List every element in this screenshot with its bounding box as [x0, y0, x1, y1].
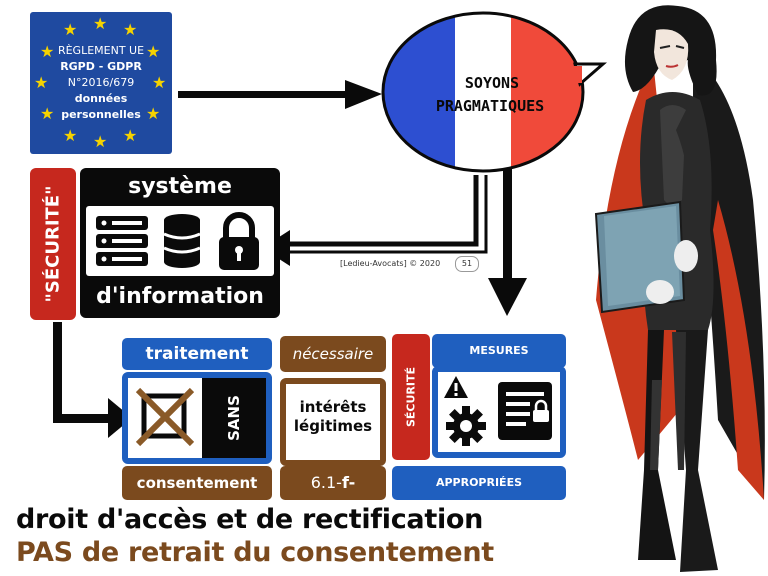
arrow-bubble-to-system-line [288, 175, 479, 247]
systeme-subtitle: d'information [96, 284, 264, 309]
article-letter: f- [341, 473, 356, 492]
traitement-title: traitement [145, 344, 249, 364]
sans-label: SANS [225, 395, 243, 441]
mesures-body [432, 366, 566, 458]
eu-star-icon: ★ [63, 126, 78, 145]
eu-star-icon: ★ [146, 104, 161, 123]
arrow-securite-right-line [53, 414, 113, 423]
database-icon [163, 214, 201, 268]
crossed-checkbox-icon [136, 387, 194, 447]
eu-star-icon: ★ [40, 42, 55, 61]
sans-box: SANS [202, 378, 266, 458]
interets-label: intérêts légitimes [293, 398, 373, 435]
bottom-line-2: PAS de retrait du consentement [16, 537, 494, 568]
systeme-icons-panel [86, 206, 274, 276]
eu-regulation-box: ★ ★ ★ ★ ★ ★ ★ ★ ★ ★ ★ ★ RÈGLEMENT UE RGP… [30, 12, 172, 154]
eu-line-4: données [74, 92, 128, 105]
eu-star-icon: ★ [146, 42, 161, 61]
consentement-footer: consentement [122, 466, 272, 500]
necessaire-label: nécessaire [292, 345, 374, 363]
eu-star-icon: ★ [123, 126, 138, 145]
consentement-label: consentement [136, 474, 258, 492]
document-lock-icon [498, 382, 552, 440]
eu-line-5: personnelles [61, 108, 141, 121]
bottom-line-1: droit d'accès et de rectification [16, 504, 484, 535]
arrow-eu-to-bubble-head [345, 80, 382, 109]
article-label: 6.1- [310, 473, 342, 492]
bubble-line-1: SOYONS [464, 74, 520, 92]
securite-small-box: SÉCURITÉ [392, 334, 430, 460]
warning-icon [444, 376, 468, 398]
arrow-eu-to-bubble-line [178, 91, 348, 98]
eu-star-icon: ★ [40, 104, 55, 123]
systeme-title: système [128, 174, 232, 199]
arrow-securite-down-line [53, 322, 62, 422]
arrow-securite-to-traitement-head [108, 398, 132, 438]
traitement-body: SANS [122, 372, 272, 464]
securite-vertical-box: "SÉCURITÉ" [30, 168, 76, 320]
mesures-header: MESURES [432, 334, 566, 368]
systeme-information-box: système d'information [80, 168, 280, 318]
eu-star-icon: ★ [63, 20, 78, 39]
eu-star-icon: ★ [123, 20, 138, 39]
traitement-header: traitement [122, 338, 272, 370]
arrow-bubble-to-mesures-head [488, 278, 527, 316]
necessaire-header: nécessaire [280, 336, 386, 372]
eu-line-3: N°2016/679 [67, 76, 135, 89]
arrow-bubble-to-mesures-line [503, 168, 512, 280]
eu-star-icon: ★ [93, 132, 108, 151]
eu-star-icon: ★ [93, 14, 108, 33]
speech-bubble [381, 11, 608, 173]
mesures-top-label: MESURES [469, 344, 529, 357]
eu-star-icon: ★ [34, 73, 49, 92]
mesures-bottom-label: APPROPRIÉES [435, 476, 523, 489]
arrow-bubble-to-system-line2 [288, 175, 488, 254]
securite-vertical-label: "SÉCURITÉ" [42, 185, 64, 303]
credit-text: [Ledieu-Avocats] © 2020 [340, 259, 441, 268]
eu-line-2: RGPD - GDPR [60, 60, 142, 73]
eu-line-1: RÈGLEMENT UE [57, 44, 145, 57]
eu-star-icon: ★ [152, 73, 167, 92]
appropriees-footer: APPROPRIÉES [392, 466, 566, 500]
gear-icon [446, 406, 486, 446]
warning-gear-group [444, 376, 486, 446]
padlock-icon [219, 212, 259, 270]
server-icon [96, 216, 148, 266]
securite-small-label: SÉCURITÉ [404, 366, 418, 428]
page-number: 51 [455, 256, 479, 272]
article-footer: 6.1-f- [280, 466, 386, 500]
heroine-illustration [594, 5, 765, 572]
interets-body: intérêts légitimes [280, 378, 386, 466]
bubble-line-2: PRAGMATIQUES [435, 97, 545, 115]
